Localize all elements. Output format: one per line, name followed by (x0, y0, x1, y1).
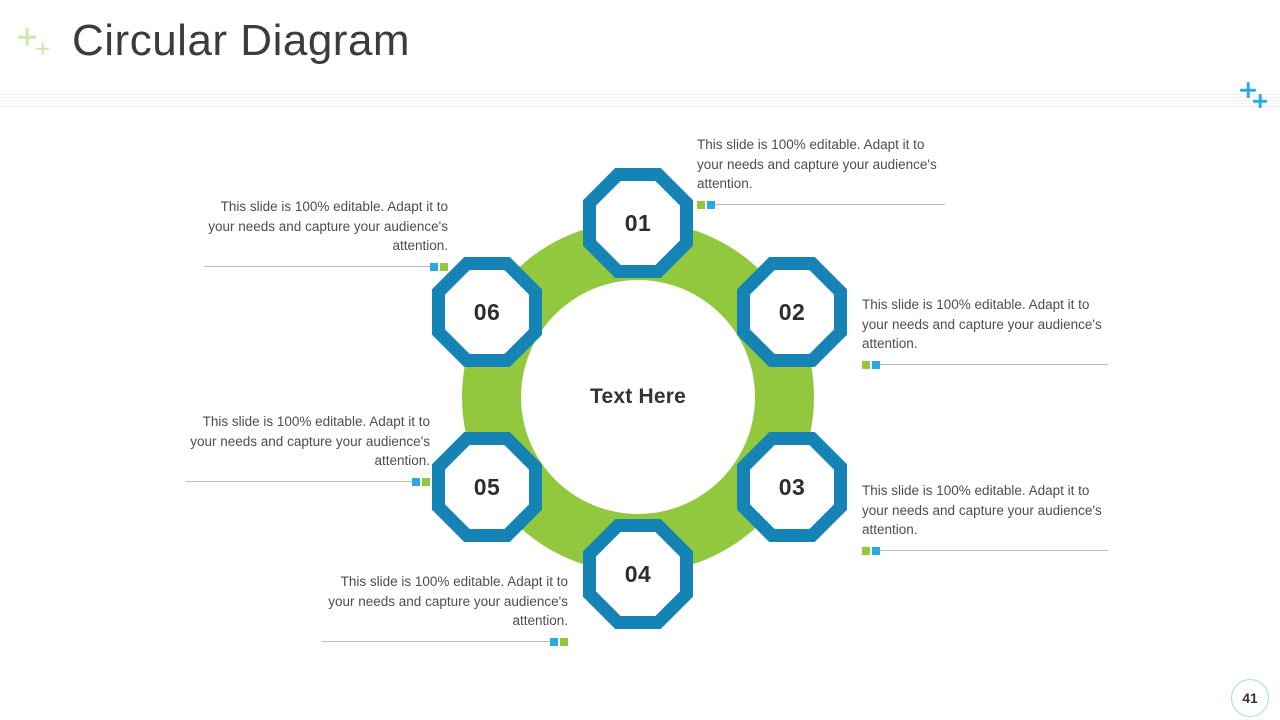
page-title: Circular Diagram (72, 16, 411, 65)
callout-text-05: This slide is 100% editable. Adapt it to… (190, 414, 430, 468)
node-number-04: 04 (624, 560, 652, 587)
callout-text-01: This slide is 100% editable. Adapt it to… (697, 137, 937, 191)
node-number-01: 01 (624, 209, 652, 236)
connector-blue-square (412, 477, 420, 486)
center-label: Text Here (590, 385, 686, 408)
connector-line (322, 641, 550, 642)
node-octagon-03[interactable]: 03 (737, 432, 847, 542)
connector-green-square (862, 360, 870, 369)
node-number-06: 06 (473, 298, 501, 325)
callout-05[interactable]: This slide is 100% editable. Adapt it to… (186, 412, 430, 487)
connector-06 (204, 262, 448, 272)
octagon-inner-shape (596, 532, 680, 616)
connector-line (186, 481, 412, 482)
node-octagon-06[interactable]: 06 (432, 257, 542, 367)
ring-inner-circle (521, 280, 755, 514)
connector-line (204, 266, 430, 267)
callout-03[interactable]: This slide is 100% editable. Adapt it to… (862, 481, 1108, 556)
octagon-inner-shape (596, 181, 680, 265)
node-octagon-02[interactable]: 02 (737, 257, 847, 367)
connector-blue-square (872, 360, 880, 369)
octagon-inner-shape (750, 445, 834, 529)
connector-green-square (862, 546, 870, 555)
connector-line (880, 550, 1108, 551)
callout-01[interactable]: This slide is 100% editable. Adapt it to… (697, 135, 945, 210)
node-octagon-04[interactable]: 04 (583, 519, 693, 629)
connector-02 (862, 360, 1108, 370)
connector-01 (697, 200, 945, 210)
connector-line (880, 364, 1108, 365)
node-number-05: 05 (473, 473, 501, 500)
page-number-badge: 41 (1231, 679, 1269, 717)
callout-04[interactable]: This slide is 100% editable. Adapt it to… (322, 572, 568, 647)
callout-text-06: This slide is 100% editable. Adapt it to… (208, 199, 448, 253)
octagon-inner-shape (750, 270, 834, 354)
connector-green-square (422, 477, 430, 486)
connector-green-square (697, 200, 705, 209)
connector-blue-square (872, 546, 880, 555)
callout-06[interactable]: This slide is 100% editable. Adapt it to… (204, 197, 448, 272)
connector-line (715, 204, 945, 205)
callout-text-03: This slide is 100% editable. Adapt it to… (862, 483, 1102, 537)
connector-blue-square (430, 262, 438, 271)
connector-blue-square (707, 200, 715, 209)
connector-04 (322, 637, 568, 647)
node-number-03: 03 (778, 473, 806, 500)
node-octagon-01[interactable]: 01 (583, 168, 693, 278)
callout-text-02: This slide is 100% editable. Adapt it to… (862, 297, 1102, 351)
header-divider (0, 94, 1280, 108)
callout-02[interactable]: This slide is 100% editable. Adapt it to… (862, 295, 1108, 370)
connector-green-square (560, 637, 568, 646)
connector-green-square (440, 262, 448, 271)
octagon-inner-shape (445, 445, 529, 529)
callout-text-04: This slide is 100% editable. Adapt it to… (328, 574, 568, 628)
octagon-inner-shape (445, 270, 529, 354)
node-number-02: 02 (778, 298, 806, 325)
connector-blue-square (550, 637, 558, 646)
connector-03 (862, 546, 1108, 556)
node-octagon-05[interactable]: 05 (432, 432, 542, 542)
connector-05 (186, 477, 430, 487)
